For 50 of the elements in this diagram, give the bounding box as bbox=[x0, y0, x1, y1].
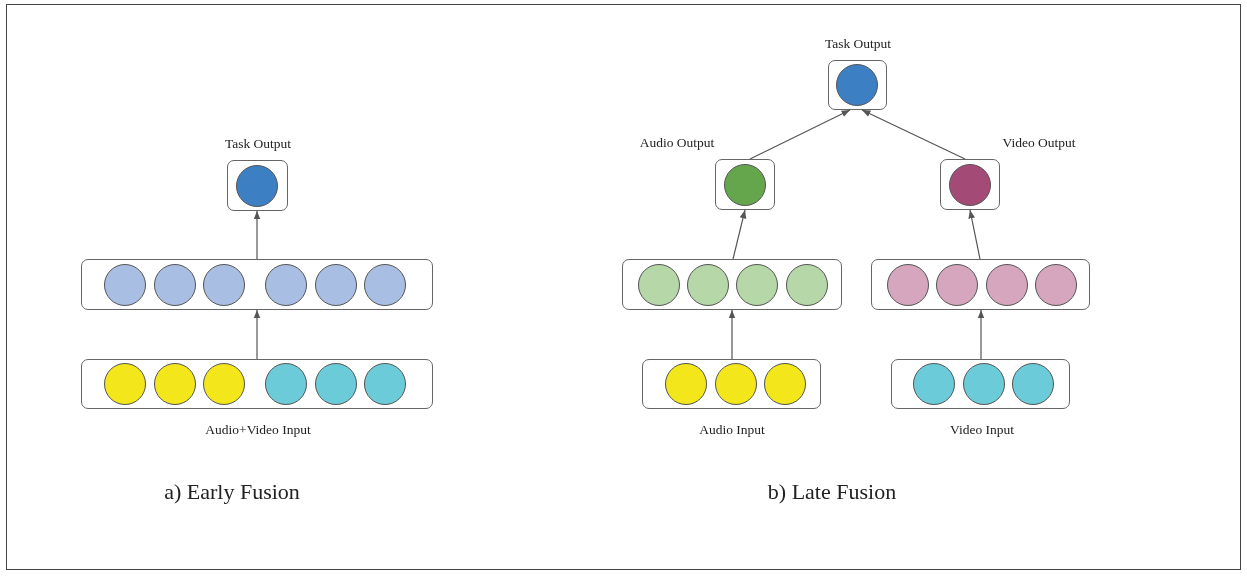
neuron-circle bbox=[962, 362, 1005, 405]
arrow bbox=[732, 209, 747, 260]
neuron-circle bbox=[1011, 362, 1054, 405]
panel-caption: b) Late Fusion bbox=[767, 479, 897, 505]
layer-label: Audio Output bbox=[639, 135, 715, 151]
neuron-circle bbox=[1034, 263, 1077, 306]
layer-box bbox=[871, 259, 1090, 310]
neuron-circle bbox=[314, 263, 357, 306]
neuron-circle bbox=[235, 164, 278, 207]
layer-label: Audio+Video Input bbox=[205, 422, 311, 438]
layer-box bbox=[622, 259, 842, 310]
layer-label: Audio Input bbox=[699, 422, 765, 438]
neuron-circle bbox=[637, 263, 680, 306]
neuron-circle bbox=[264, 263, 307, 306]
arrow bbox=[861, 109, 966, 160]
arrow bbox=[253, 309, 261, 360]
neuron-circle bbox=[202, 263, 245, 306]
neuron-circle bbox=[314, 362, 357, 405]
arrow bbox=[749, 109, 851, 160]
neuron-circle bbox=[264, 362, 307, 405]
neuron-circle bbox=[912, 362, 955, 405]
arrow bbox=[728, 309, 736, 360]
neuron-circle bbox=[363, 263, 406, 306]
neuron-circle bbox=[723, 163, 766, 206]
neuron-circle bbox=[686, 263, 729, 306]
neuron-circle bbox=[948, 163, 991, 206]
neuron-circle bbox=[202, 362, 245, 405]
neuron-circle bbox=[785, 263, 828, 306]
neuron-circle bbox=[886, 263, 929, 306]
layer-label: Video Output bbox=[1002, 135, 1076, 151]
neuron-circle bbox=[103, 362, 146, 405]
layer-label: Task Output bbox=[224, 136, 292, 152]
layer-label: Task Output bbox=[824, 36, 892, 52]
neuron-circle bbox=[985, 263, 1028, 306]
neuron-circle bbox=[735, 263, 778, 306]
neuron-circle bbox=[835, 63, 878, 106]
panel-caption: a) Early Fusion bbox=[164, 479, 300, 505]
neuron-circle bbox=[714, 362, 757, 405]
arrow bbox=[253, 210, 261, 260]
neuron-circle bbox=[763, 362, 806, 405]
neuron-circle bbox=[153, 263, 196, 306]
neuron-circle bbox=[153, 362, 196, 405]
neuron-circle bbox=[103, 263, 146, 306]
arrow bbox=[968, 209, 981, 260]
neuron-circle bbox=[935, 263, 978, 306]
layer-box bbox=[81, 259, 433, 310]
neuron-circle bbox=[363, 362, 406, 405]
layer-label: Video Input bbox=[949, 422, 1015, 438]
neuron-circle bbox=[664, 362, 707, 405]
arrow bbox=[977, 309, 985, 360]
